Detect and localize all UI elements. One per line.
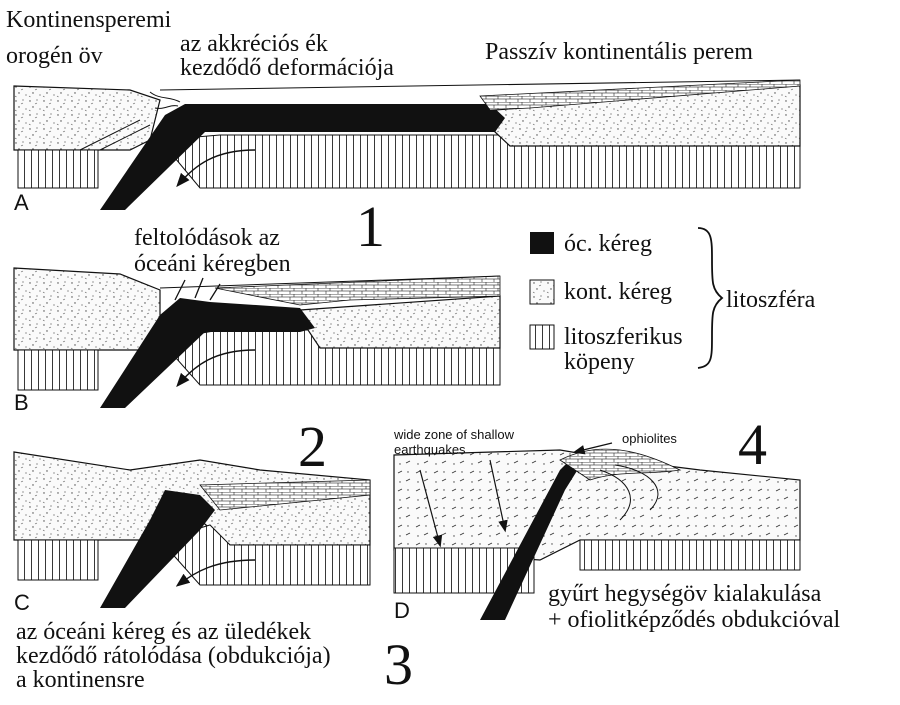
legend-brace: [697, 227, 724, 369]
stage-number-3: 3: [384, 632, 413, 697]
label-obdukcio-line1: az óceáni kéreg és az üledékek: [16, 619, 312, 645]
legend-swatch-oceanic-crust: [530, 232, 554, 254]
label-wide-zone-line1: wide zone of shallow: [394, 427, 514, 442]
stage-number-2: 2: [298, 414, 327, 479]
panel-d-cross-section: [393, 442, 801, 620]
panel-letter-c: C: [14, 590, 30, 615]
label-kezdodo-deformacio: kezdődő deformációja: [180, 55, 394, 81]
label-obdukcio-line3: a kontinensre: [16, 667, 145, 693]
legend-label-mantle-line2: köpeny: [564, 349, 635, 375]
label-hegysegov-line2: + ofiolitképződés obdukcióval: [548, 607, 841, 633]
label-obdukcio-line2: kezdődő rátolódása (obdukciója): [16, 643, 331, 669]
panel-letter-a: A: [14, 190, 29, 215]
legend-brace-label: litoszféra: [726, 287, 816, 313]
label-wide-zone-line2: earthquakes: [394, 442, 466, 457]
panel-letter-d: D: [394, 598, 410, 623]
stage-number-1: 1: [356, 194, 385, 259]
legend: [529, 227, 724, 369]
label-orogen-ov: orogén öv: [6, 43, 103, 69]
legend-swatch-lithospheric-mantle: [529, 324, 555, 350]
label-passziv-perem: Passzív kontinentális perem: [485, 39, 753, 65]
label-akkrecios-ek: az akkréciós ék: [180, 31, 328, 57]
legend-label-mantle-line1: litoszferikus: [564, 324, 683, 350]
panel-b-cross-section: [13, 267, 501, 408]
legend-label-continental-crust: kont. kéreg: [564, 279, 672, 305]
legend-label-oceanic-crust: óc. kéreg: [564, 231, 652, 257]
label-feltolodasok-line1: feltolódások az: [134, 225, 280, 251]
label-hegysegov-line1: gyűrt hegységöv kialakulása: [548, 581, 822, 607]
panel-letter-b: B: [14, 390, 29, 415]
label-feltolodasok-line2: óceáni kéregben: [134, 251, 291, 277]
panel-a-cross-section: [13, 79, 801, 210]
label-kontinensperemi: Kontinensperemi: [6, 7, 172, 33]
label-ophiolites: ophiolites: [622, 431, 677, 446]
stage-number-4: 4: [738, 412, 767, 477]
panel-c-cross-section: [13, 451, 371, 608]
legend-swatch-continental-crust: [529, 279, 555, 305]
